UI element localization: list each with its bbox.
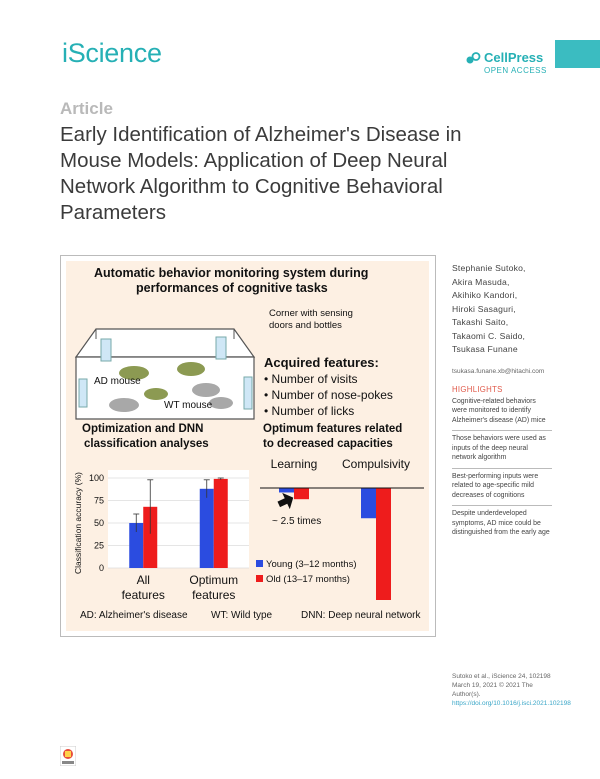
cage-label-line2: doors and bottles: [269, 320, 342, 331]
x-tick-label: All: [137, 573, 150, 587]
author-name[interactable]: Takaomi C. Saido,: [452, 330, 526, 341]
y-tick-label: 50: [94, 518, 104, 528]
legend-label: Old (13–17 months): [266, 574, 350, 585]
legend-swatch: [256, 575, 263, 582]
bar: [294, 488, 309, 500]
category-label: Compulsivity: [342, 457, 410, 471]
acquired-feature-item: • Number of licks: [264, 404, 355, 418]
ga-heading-line1: Automatic behavior monitoring system dur…: [94, 266, 369, 280]
acquired-feature-item: • Number of visits: [264, 372, 358, 386]
highlight-item: Cognitive-related behaviors were monitor…: [452, 397, 552, 431]
legend-swatch: [256, 560, 263, 567]
category-label: Learning: [271, 457, 318, 471]
author-name[interactable]: Takashi Saito,: [452, 317, 509, 327]
acquired-feature-item: • Number of nose-pokes: [264, 388, 393, 402]
mouse-icon: [109, 362, 233, 412]
bar: [143, 506, 158, 568]
bar: [199, 488, 214, 568]
correspondence-email[interactable]: tsukasa.funane.xb@hitachi.com: [452, 367, 545, 375]
arrow-icon: [277, 492, 294, 510]
wt-mouse-label: WT mouse: [164, 400, 213, 411]
author-name[interactable]: Stephanie Sutoko,: [452, 263, 526, 273]
x-tick-label: features: [122, 588, 165, 602]
highlight-item: Best-performing inputs were related to a…: [452, 472, 552, 506]
citation-copyright: March 19, 2021 © 2021 The Author(s).: [452, 682, 533, 698]
right-panel-title-line2: to decreased capacities: [263, 438, 393, 450]
author-name[interactable]: Tsukasa Funane: [452, 344, 518, 354]
left-panel-title-line2: classification analyses: [84, 438, 209, 450]
graphical-abstract-panel: Automatic behavior monitoring system dur…: [66, 261, 429, 631]
cellpress-icon: [466, 52, 481, 64]
publisher-name: CellPress: [484, 50, 544, 65]
bar: [361, 488, 376, 519]
highlight-item: Despite underdeveloped symptoms, AD mice…: [452, 510, 550, 536]
author-name[interactable]: Akihiko Kandori,: [452, 290, 518, 300]
y-tick-label: 100: [89, 473, 104, 483]
brand-color-bar: [555, 40, 600, 68]
bar: [129, 523, 144, 568]
highlights-heading: HIGHLIGHTS: [452, 384, 503, 394]
abbrev-dnn: DNN: Deep neural network: [301, 610, 421, 621]
crossmark-icon[interactable]: [60, 746, 76, 766]
bar: [213, 478, 228, 568]
graphical-abstract: Automatic behavior monitoring system dur…: [60, 255, 436, 637]
x-tick-label: Optimum: [189, 573, 238, 587]
plot-area: [108, 470, 249, 568]
ratio-annotation: ~ 2.5 times: [272, 516, 321, 527]
sidebar: Stephanie Sutoko, Akira Masuda, Akihiko …: [452, 262, 552, 546]
doi-link[interactable]: https://doi.org/10.1016/j.isci.2021.1021…: [452, 700, 571, 707]
y-tick-label: 25: [94, 541, 104, 551]
article-title: Early Identification of Alzheimer's Dise…: [60, 123, 462, 224]
legend-label: Young (3–12 months): [266, 559, 357, 570]
bar: [376, 488, 391, 600]
bar: [279, 488, 294, 493]
y-axis-label: Classification accuracy (%): [73, 472, 83, 574]
author-name[interactable]: Hiroki Sasaguri,: [452, 303, 516, 314]
journal-name: iScience: [62, 38, 162, 68]
accuracy-bar-chart: 0 25 50 75 100 Classification accuracy (%) All…: [73, 470, 249, 602]
y-tick-label: 0: [99, 563, 104, 573]
abbrev-wt: WT: Wild type: [211, 610, 273, 621]
author-name[interactable]: Akira Masuda,: [452, 276, 510, 287]
y-tick-label: 75: [94, 496, 104, 506]
open-access-tag: OPEN ACCESS: [484, 66, 547, 75]
left-panel-title-line1: Optimization and DNN: [82, 423, 204, 435]
highlight-item: Those behaviors were used as inputs of t…: [452, 434, 552, 469]
ad-mouse-label: AD mouse: [94, 376, 141, 387]
article-type-label: Article: [60, 99, 113, 118]
cage-label-line1: Corner with sensing: [269, 308, 353, 319]
acquired-features-heading: Acquired features:: [264, 355, 379, 370]
cage-illustration: [74, 328, 256, 420]
right-panel-title-line1: Optimum features related: [263, 423, 403, 435]
abbrev-ad: AD: Alzheimer's disease: [80, 610, 188, 621]
x-tick-label: features: [192, 588, 235, 602]
citation-reference: Sutoko et al., iScience 24, 102198: [452, 673, 551, 680]
citation-block: Sutoko et al., iScience 24, 102198 March…: [452, 672, 571, 708]
ga-heading-line2: performances of cognitive tasks: [136, 281, 328, 295]
